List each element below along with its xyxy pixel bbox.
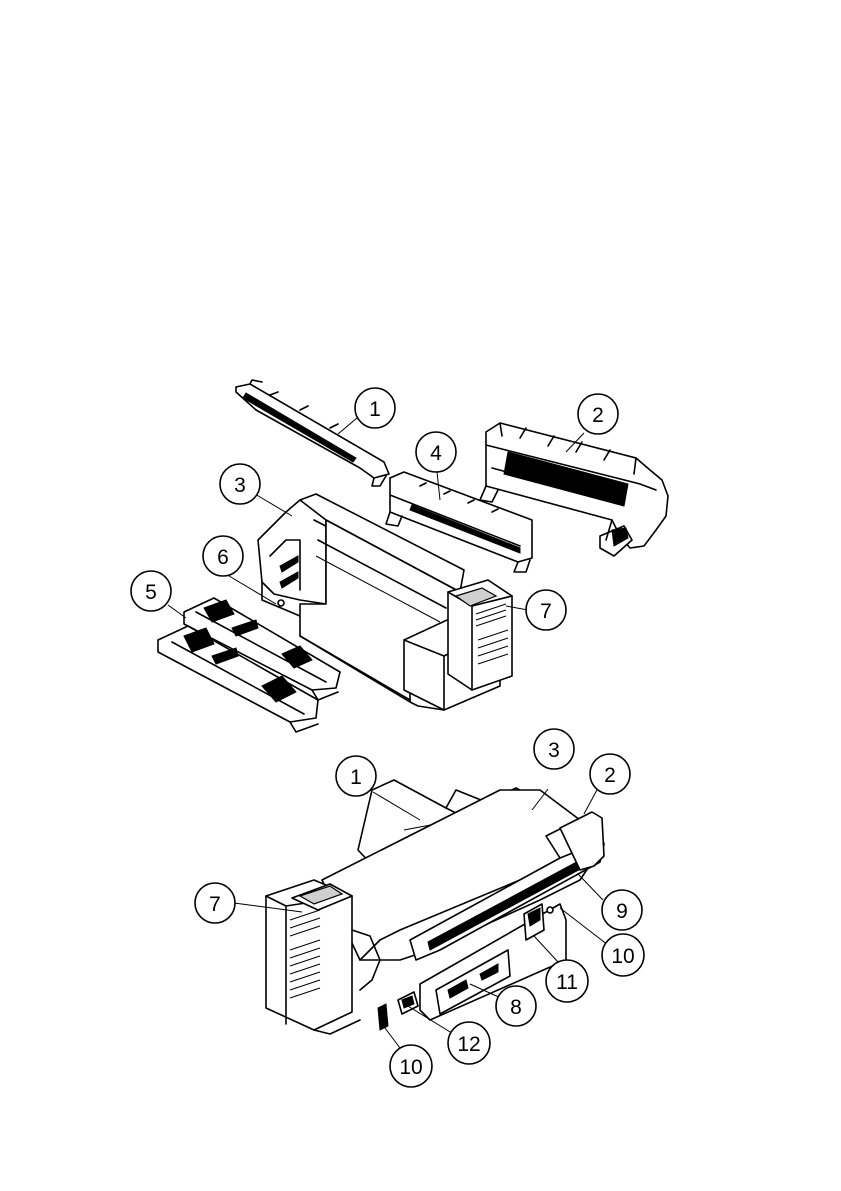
- callout-ev-6: 6: [203, 536, 243, 576]
- svg-text:7: 7: [540, 600, 552, 623]
- callout-rv-12: 12: [448, 1022, 490, 1064]
- callout-ev-5: 5: [131, 571, 171, 611]
- svg-text:8: 8: [510, 996, 522, 1019]
- svg-text:2: 2: [604, 764, 616, 787]
- callout-rv-10b: 10: [390, 1045, 432, 1087]
- svg-text:1: 1: [369, 398, 381, 421]
- svg-text:3: 3: [234, 474, 246, 497]
- svg-text:3: 3: [548, 739, 560, 762]
- callout-rv-1: 1: [336, 756, 376, 796]
- svg-text:2: 2: [592, 404, 604, 427]
- callout-rv-7: 7: [195, 883, 235, 923]
- svg-text:4: 4: [430, 442, 442, 465]
- callout-ev-2: 2: [578, 394, 618, 434]
- svg-text:1: 1: [350, 766, 362, 789]
- callout-ev-4: 4: [416, 432, 456, 472]
- callout-rv-2: 2: [590, 754, 630, 794]
- rear-view: [234, 780, 608, 1052]
- svg-text:9: 9: [616, 900, 628, 923]
- callout-ev-3: 3: [220, 464, 260, 504]
- svg-text:11: 11: [556, 971, 578, 994]
- callout-rv-10a: 10: [602, 934, 644, 976]
- callout-rv-8: 8: [496, 986, 536, 1026]
- callout-rv-9: 9: [602, 890, 642, 930]
- svg-text:7: 7: [209, 893, 221, 916]
- callout-ev-1: 1: [355, 388, 395, 428]
- svg-text:6: 6: [217, 546, 229, 569]
- callout-ev-7: 7: [526, 590, 566, 630]
- svg-text:5: 5: [145, 581, 157, 604]
- svg-text:10: 10: [611, 945, 634, 968]
- svg-text:12: 12: [457, 1033, 480, 1056]
- callout-rv-3: 3: [534, 729, 574, 769]
- callout-rv-11: 11: [546, 960, 588, 1002]
- svg-text:10: 10: [399, 1056, 422, 1079]
